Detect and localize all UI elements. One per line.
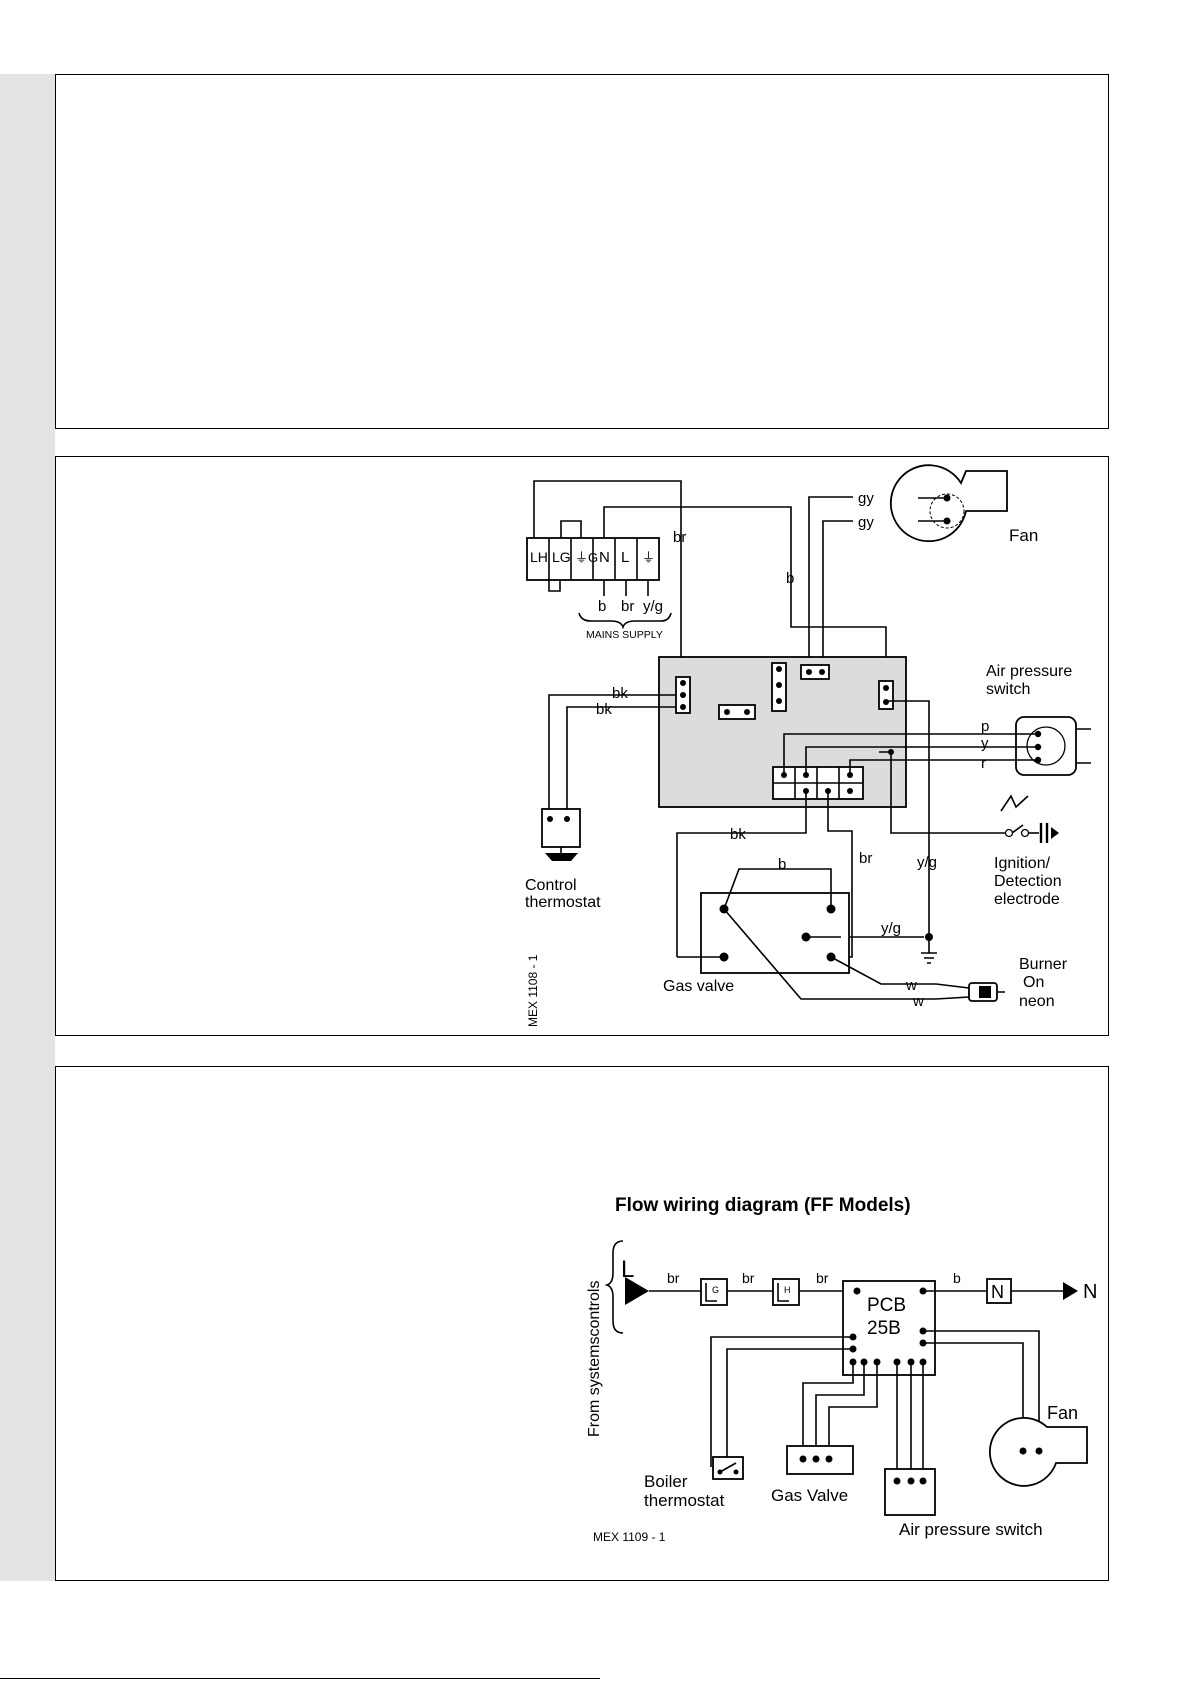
fan-label: Fan xyxy=(1009,526,1038,545)
ignition-label-3: electrode xyxy=(994,891,1060,908)
n-block: N xyxy=(986,1278,1012,1304)
terminal-earth: ⏚ xyxy=(642,550,655,565)
air-pressure-switch-label: Air pressure switch xyxy=(899,1520,1043,1539)
wire-label-bk-2: bk xyxy=(596,701,612,718)
svg-text:H: H xyxy=(784,1285,791,1295)
flow-wire-b: b xyxy=(953,1270,961,1286)
flow-input-l: L xyxy=(621,1256,634,1283)
svg-text:N: N xyxy=(991,1282,1004,1302)
wire-label-b: b xyxy=(786,570,794,587)
terminal-lh: LH xyxy=(530,549,548,565)
wire-label-y: y xyxy=(981,735,989,752)
wire-label-w-1: w xyxy=(905,977,917,994)
wire-label-yg-1: y/g xyxy=(917,854,937,871)
blank-panel-top xyxy=(55,74,1109,429)
mains-wire-yg: y/g xyxy=(643,598,663,615)
flow-wire-br-2: br xyxy=(742,1270,755,1286)
spark-icon xyxy=(1000,794,1029,812)
terminal-l: L xyxy=(621,549,629,566)
control-thermostat-icon xyxy=(541,808,581,861)
air-pressure-switch-label-1: Air pressure xyxy=(986,663,1072,680)
air-pressure-switch-label-2: switch xyxy=(986,681,1030,698)
fan-label: Fan xyxy=(1047,1403,1078,1423)
burner-neon-label-2: On xyxy=(1023,974,1044,991)
wire-label-w-2: w xyxy=(912,993,924,1010)
terminal-n: N xyxy=(599,549,610,566)
air-pressure-switch-icon xyxy=(884,1468,936,1516)
mains-wire-b: b xyxy=(598,598,606,615)
page-margin-strip xyxy=(0,74,55,1581)
flow-caption: MEX 1109 - 1 xyxy=(593,1530,666,1544)
flow-wiring-diagram: Flow wiring diagram (FF Models) From sys… xyxy=(586,1195,1097,1544)
gas-valve-label: Gas valve xyxy=(663,978,734,995)
terminal-earth-g: ⏚G xyxy=(575,550,598,565)
lg-block: G xyxy=(700,1278,728,1306)
terminal-lg: LG xyxy=(552,549,571,565)
flow-wire-br-3: br xyxy=(816,1270,829,1286)
mains-supply-label: MAINS SUPPLY xyxy=(586,629,663,641)
control-thermostat-label-2: thermostat xyxy=(525,894,601,911)
wire-label-p: p xyxy=(981,718,989,735)
pcb-label-2: 25B xyxy=(867,1318,901,1339)
wire-label-gy-2: gy xyxy=(858,514,874,531)
burner-neon-label-1: Burner xyxy=(1019,956,1068,973)
wiring-schematic-panel: LH LG ⏚G N L ⏚ br b b br y/g MAINS SUPPL… xyxy=(55,456,1109,1036)
wiring-schematic: LH LG ⏚G N L ⏚ br b b br y/g MAINS SUPPL… xyxy=(525,464,1091,1027)
wire-label-gy-1: gy xyxy=(858,490,874,507)
boiler-thermostat-label-2: thermostat xyxy=(644,1491,725,1510)
terminal-block: LH LG ⏚G N L ⏚ xyxy=(526,537,660,581)
wire-label-bk-1: bk xyxy=(612,685,628,702)
flow-wire-br-1: br xyxy=(667,1270,680,1286)
footer-rule xyxy=(0,1678,600,1679)
mains-wire-br: br xyxy=(621,598,634,615)
air-pressure-switch-icon xyxy=(1015,716,1091,776)
schematic-caption: MEX 1108 - 1 xyxy=(526,954,540,1027)
control-thermostat-label-1: Control xyxy=(525,877,577,894)
pcb-label-1: PCB xyxy=(867,1295,906,1316)
gas-valve-icon xyxy=(786,1445,854,1475)
flow-diagram-title: Flow wiring diagram (FF Models) xyxy=(615,1195,911,1216)
wire-label-b-lower: b xyxy=(778,856,786,873)
wire-label-r: r xyxy=(981,755,986,772)
lh-block: H xyxy=(772,1278,800,1306)
gas-valve-label: Gas Valve xyxy=(771,1486,848,1505)
fan-icon xyxy=(889,464,1008,543)
neon-indicator-icon xyxy=(935,982,1005,1002)
wire-label-br: br xyxy=(673,529,686,546)
ignition-label-2: Detection xyxy=(994,873,1062,890)
flow-side-label: From systemscontrols xyxy=(586,1281,603,1437)
ignition-label-1: Ignition/ xyxy=(994,855,1051,872)
boiler-thermostat-label-1: Boiler xyxy=(644,1472,688,1491)
svg-text:G: G xyxy=(712,1285,719,1295)
boiler-thermostat-icon xyxy=(712,1456,744,1480)
input-arrow-icon xyxy=(625,1277,649,1305)
flow-output-n: N xyxy=(1083,1281,1097,1303)
wire-label-br-lower: br xyxy=(859,850,872,867)
gas-valve-icon xyxy=(700,892,850,974)
wire-label-yg-2: y/g xyxy=(881,920,901,937)
burner-neon-label-3: neon xyxy=(1019,993,1055,1010)
wire-label-bk-lower: bk xyxy=(730,826,746,843)
output-arrow-icon xyxy=(1063,1282,1078,1300)
flow-diagram-panel: Flow wiring diagram (FF Models) From sys… xyxy=(55,1066,1109,1581)
pcb-25b: PCB 25B xyxy=(842,1280,936,1376)
fan-icon xyxy=(988,1417,1088,1487)
